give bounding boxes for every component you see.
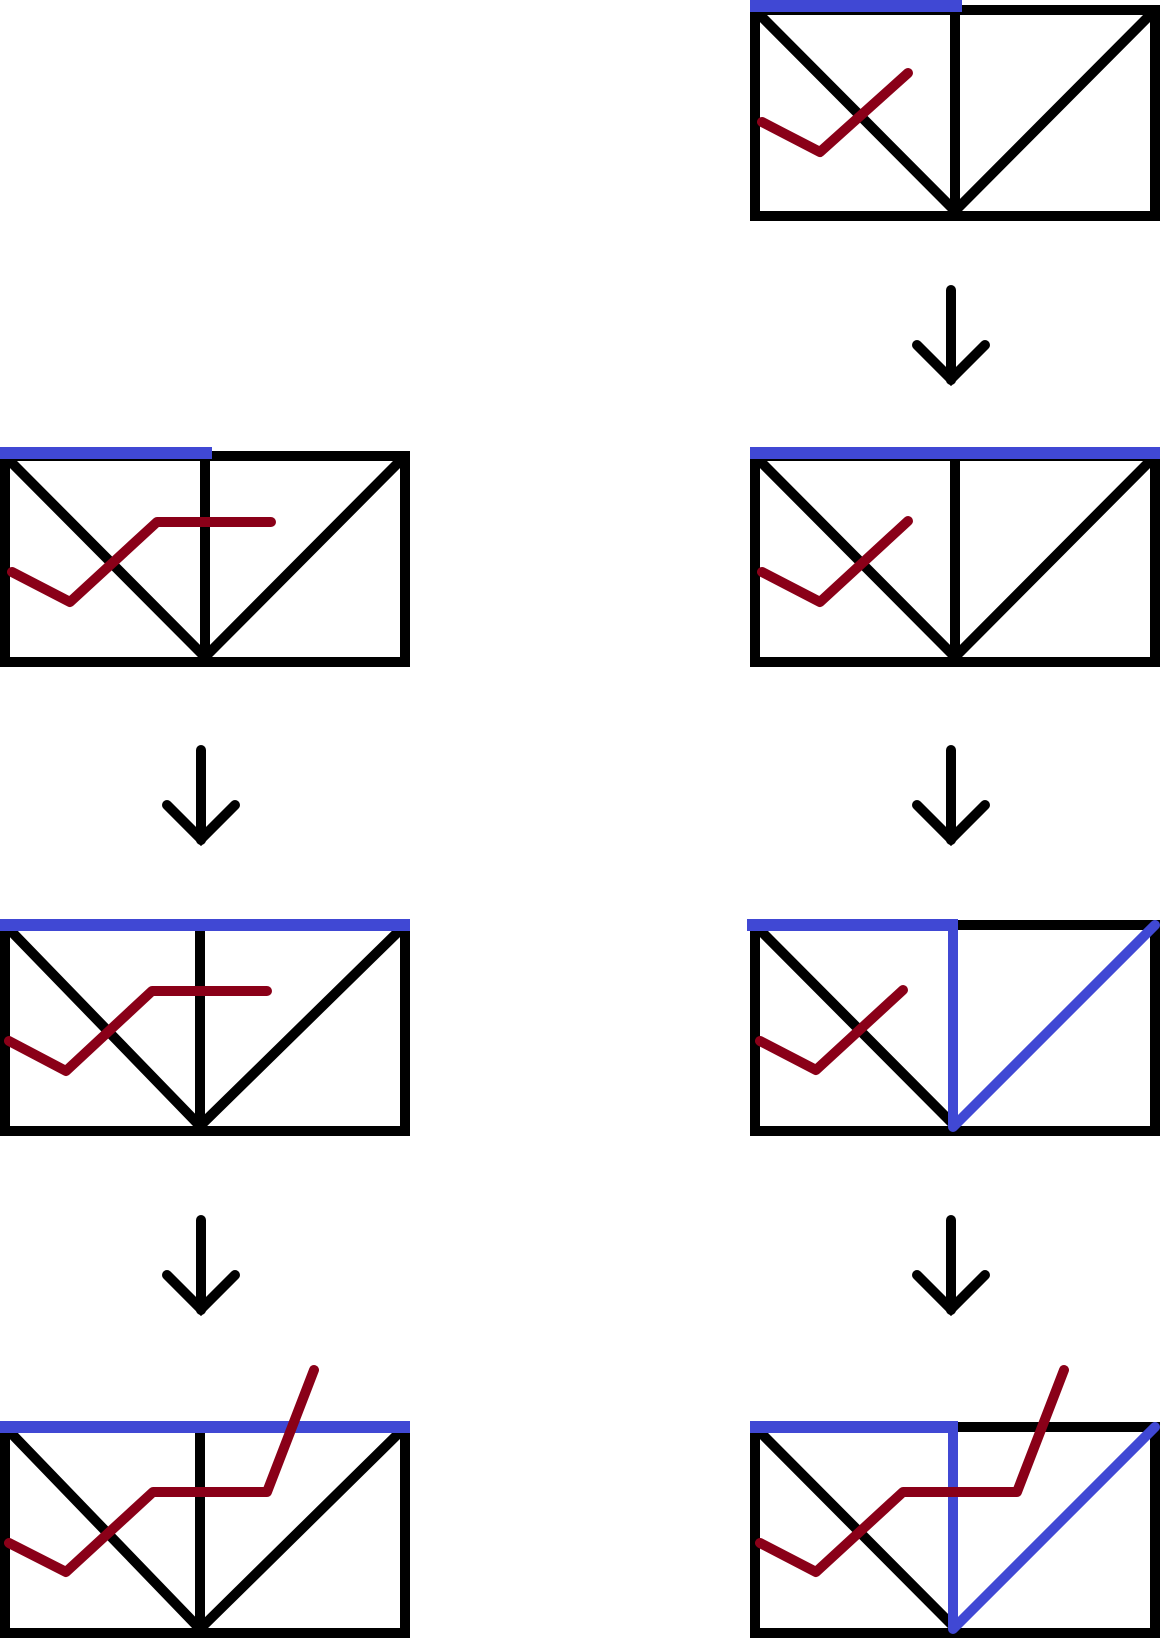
- down-arrow-icon: [912, 745, 990, 847]
- path-line: [4, 986, 272, 1076]
- panel-left-1: [0, 447, 410, 667]
- panel-right-3: [747, 919, 1160, 1136]
- panel-right-diagonal: [950, 10, 1155, 216]
- path-line: [4, 1365, 319, 1577]
- highlight-vertical-diagonal: [948, 920, 1160, 1132]
- panel-right-diagonal: [195, 1427, 405, 1634]
- panel-left-diagonal: [5, 456, 210, 662]
- down-arrow-icon: [162, 745, 240, 847]
- down-arrow-icon: [912, 285, 990, 387]
- path-line: [757, 68, 913, 157]
- panel-right-diagonal: [195, 925, 405, 1131]
- panel-left-3: [0, 1365, 410, 1638]
- panel-left-diagonal: [755, 456, 960, 662]
- panel-right-2: [750, 447, 1160, 667]
- down-arrow-icon: [162, 1215, 240, 1317]
- panel-right-1: [750, 0, 1160, 221]
- path-line: [755, 985, 908, 1075]
- panel-left-2: [0, 919, 410, 1136]
- panel-right-diagonal: [200, 456, 405, 662]
- path-line: [755, 1365, 1069, 1577]
- highlight-vertical-diagonal: [948, 1422, 1160, 1634]
- down-arrow-icon: [912, 1215, 990, 1317]
- panel-right-diagonal: [950, 456, 1155, 662]
- panel-right-4: [750, 1365, 1160, 1638]
- path-line: [757, 516, 913, 607]
- path-line: [7, 517, 276, 607]
